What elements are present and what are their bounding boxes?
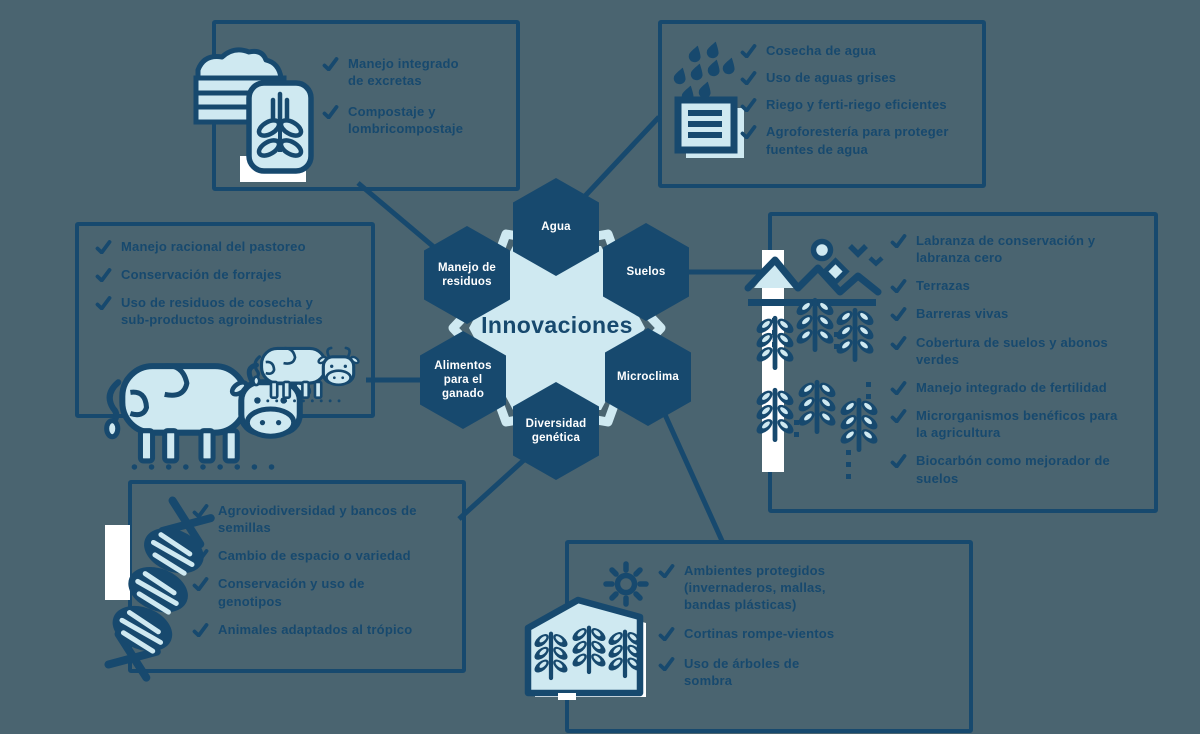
bullet-item: Compostaje y lombricompostaje [322,103,497,137]
bullet-text: Conservación y uso de genotipos [218,576,365,609]
bullet-text: Labranza de conservación y labranza cero [916,233,1096,266]
check-icon [192,577,209,592]
bullet-list: Labranza de conservación y labranza cero… [890,232,1130,487]
compost-sack-icon [193,47,314,182]
bullet-text: Terrazas [916,278,971,294]
bullet-text: Conservación de forrajes [121,267,282,283]
check-icon [658,627,675,642]
dna-icon [104,496,215,682]
check-icon [95,296,112,311]
bullet-text: Cosecha de agua [766,43,876,58]
bullet-item: Biocarbón como mejorador de suelos [890,452,1130,486]
bullet-item: Barreras vivas [890,305,1130,322]
bullet-text: Cambio de espacio o variedad [218,548,411,564]
hex-alimentos-ganado: Alimentos para el ganado [420,331,506,429]
hex-label: Manejo de residuos [437,261,497,288]
check-icon [95,240,112,254]
check-icon [890,234,907,248]
bullet-item: Manejo racional del pastoreo [95,238,345,255]
raindrops-collector-icon [672,40,744,158]
check-icon [740,44,757,58]
check-icon [740,71,757,86]
hex-label: Diversidad genética [525,417,587,444]
bullet-text: Uso de árboles de sombra [684,655,800,688]
bullet-list: Agroviodiversidad y bancos de semillas C… [192,502,432,638]
bullet-text: Cobertura de suelos y abonos verdes [916,334,1108,367]
bullet-item: Agroforestería para proteger fuentes de … [740,123,970,157]
bullet-item: Manejo integrado de fertilidad [890,379,1130,396]
sun-icon [603,561,649,607]
bullet-text: Manejo integrado de fertilidad [916,379,1107,395]
check-icon [890,279,907,294]
bullet-text: Uso de residuos de cosecha y sub-product… [121,295,323,328]
bullet-text: Compostaje y lombricompostaje [348,104,464,137]
bullet-item: Cobertura de suelos y abonos verdes [890,334,1130,368]
bullet-item: Agroviodiversidad y bancos de semillas [192,502,432,536]
bullet-text: Uso de aguas grises [766,70,897,86]
bullet-text: Agroforestería para proteger fuentes de … [766,124,949,157]
bullet-text: Microrganismos benéficos para la agricul… [916,408,1118,441]
check-icon [192,622,209,637]
bullet-item: Manejo integrado de excretas [322,55,497,89]
bullet-text: Ambientes protegidos (invernaderos, mall… [684,563,826,613]
bullet-item: Terrazas [890,277,1130,294]
check-icon [192,504,209,518]
check-icon [658,656,675,671]
bullet-item: Conservación de forrajes [95,266,345,283]
greenhouse-sun-icon [524,561,649,700]
check-icon [890,381,907,395]
center-title: Innovaciones [481,312,633,338]
mountains-plants-icon [744,238,884,479]
bullet-item: Cambio de espacio o variedad [192,547,432,564]
bullet-list: Ambientes protegidos (invernaderos, mall… [658,562,898,689]
bullet-list: Cosecha de agua Uso de aguas grises Rieg… [740,42,970,158]
bullet-item: Riego y ferti-riego eficientes [740,96,970,113]
bullet-text: Manejo integrado de excretas [348,56,459,89]
bullet-item: Uso de aguas grises [740,69,970,86]
bullet-item: Cosecha de agua [740,42,970,59]
hex-label: Agua [541,220,571,233]
bullet-text: Agroviodiversidad y bancos de semillas [218,503,417,536]
bullet-text: Biocarbón como mejorador de suelos [916,453,1110,486]
check-icon [658,564,675,578]
bullet-text: Animales adaptados al trópico [218,621,413,637]
cow-icon [251,346,362,403]
bullet-item: Microrganismos benéficos para la agricul… [890,407,1130,441]
box-agua [658,20,986,188]
bullet-text: Cortinas rompe-vientos [684,626,835,642]
check-icon [890,335,907,350]
check-icon [890,409,907,424]
bullet-item: Cortinas rompe-vientos [658,625,898,642]
bullet-text: Manejo racional del pastoreo [121,239,306,254]
bullet-item: Labranza de conservación y labranza cero [890,232,1130,266]
check-icon [890,307,907,322]
bullet-text: Riego y ferti-riego eficientes [766,97,947,113]
bullet-text: Barreras vivas [916,306,1009,322]
bullet-list: Manejo integrado de excretas Compostaje … [322,55,497,138]
check-icon [740,125,757,140]
hex-label: Suelos [626,265,666,278]
bullet-item: Uso de árboles de sombra [658,655,898,689]
bullet-item: Animales adaptados al trópico [192,621,432,638]
check-icon [322,57,339,71]
check-icon [322,105,339,120]
check-icon [95,268,112,283]
check-icon [890,454,907,469]
hex-manejo-residuos: Manejo de residuos [424,226,510,324]
hex-label: Alimentos para el ganado [434,359,492,400]
check-icon [740,98,757,113]
bullet-list: Manejo racional del pastoreo Conservació… [95,238,345,329]
check-icon [192,549,209,564]
hex-label: Microclima [616,370,680,383]
bullet-item: Conservación y uso de genotipos [192,575,432,609]
bullet-item: Uso de residuos de cosecha y sub-product… [95,294,345,328]
bullet-item: Ambientes protegidos (invernaderos, mall… [658,562,898,613]
